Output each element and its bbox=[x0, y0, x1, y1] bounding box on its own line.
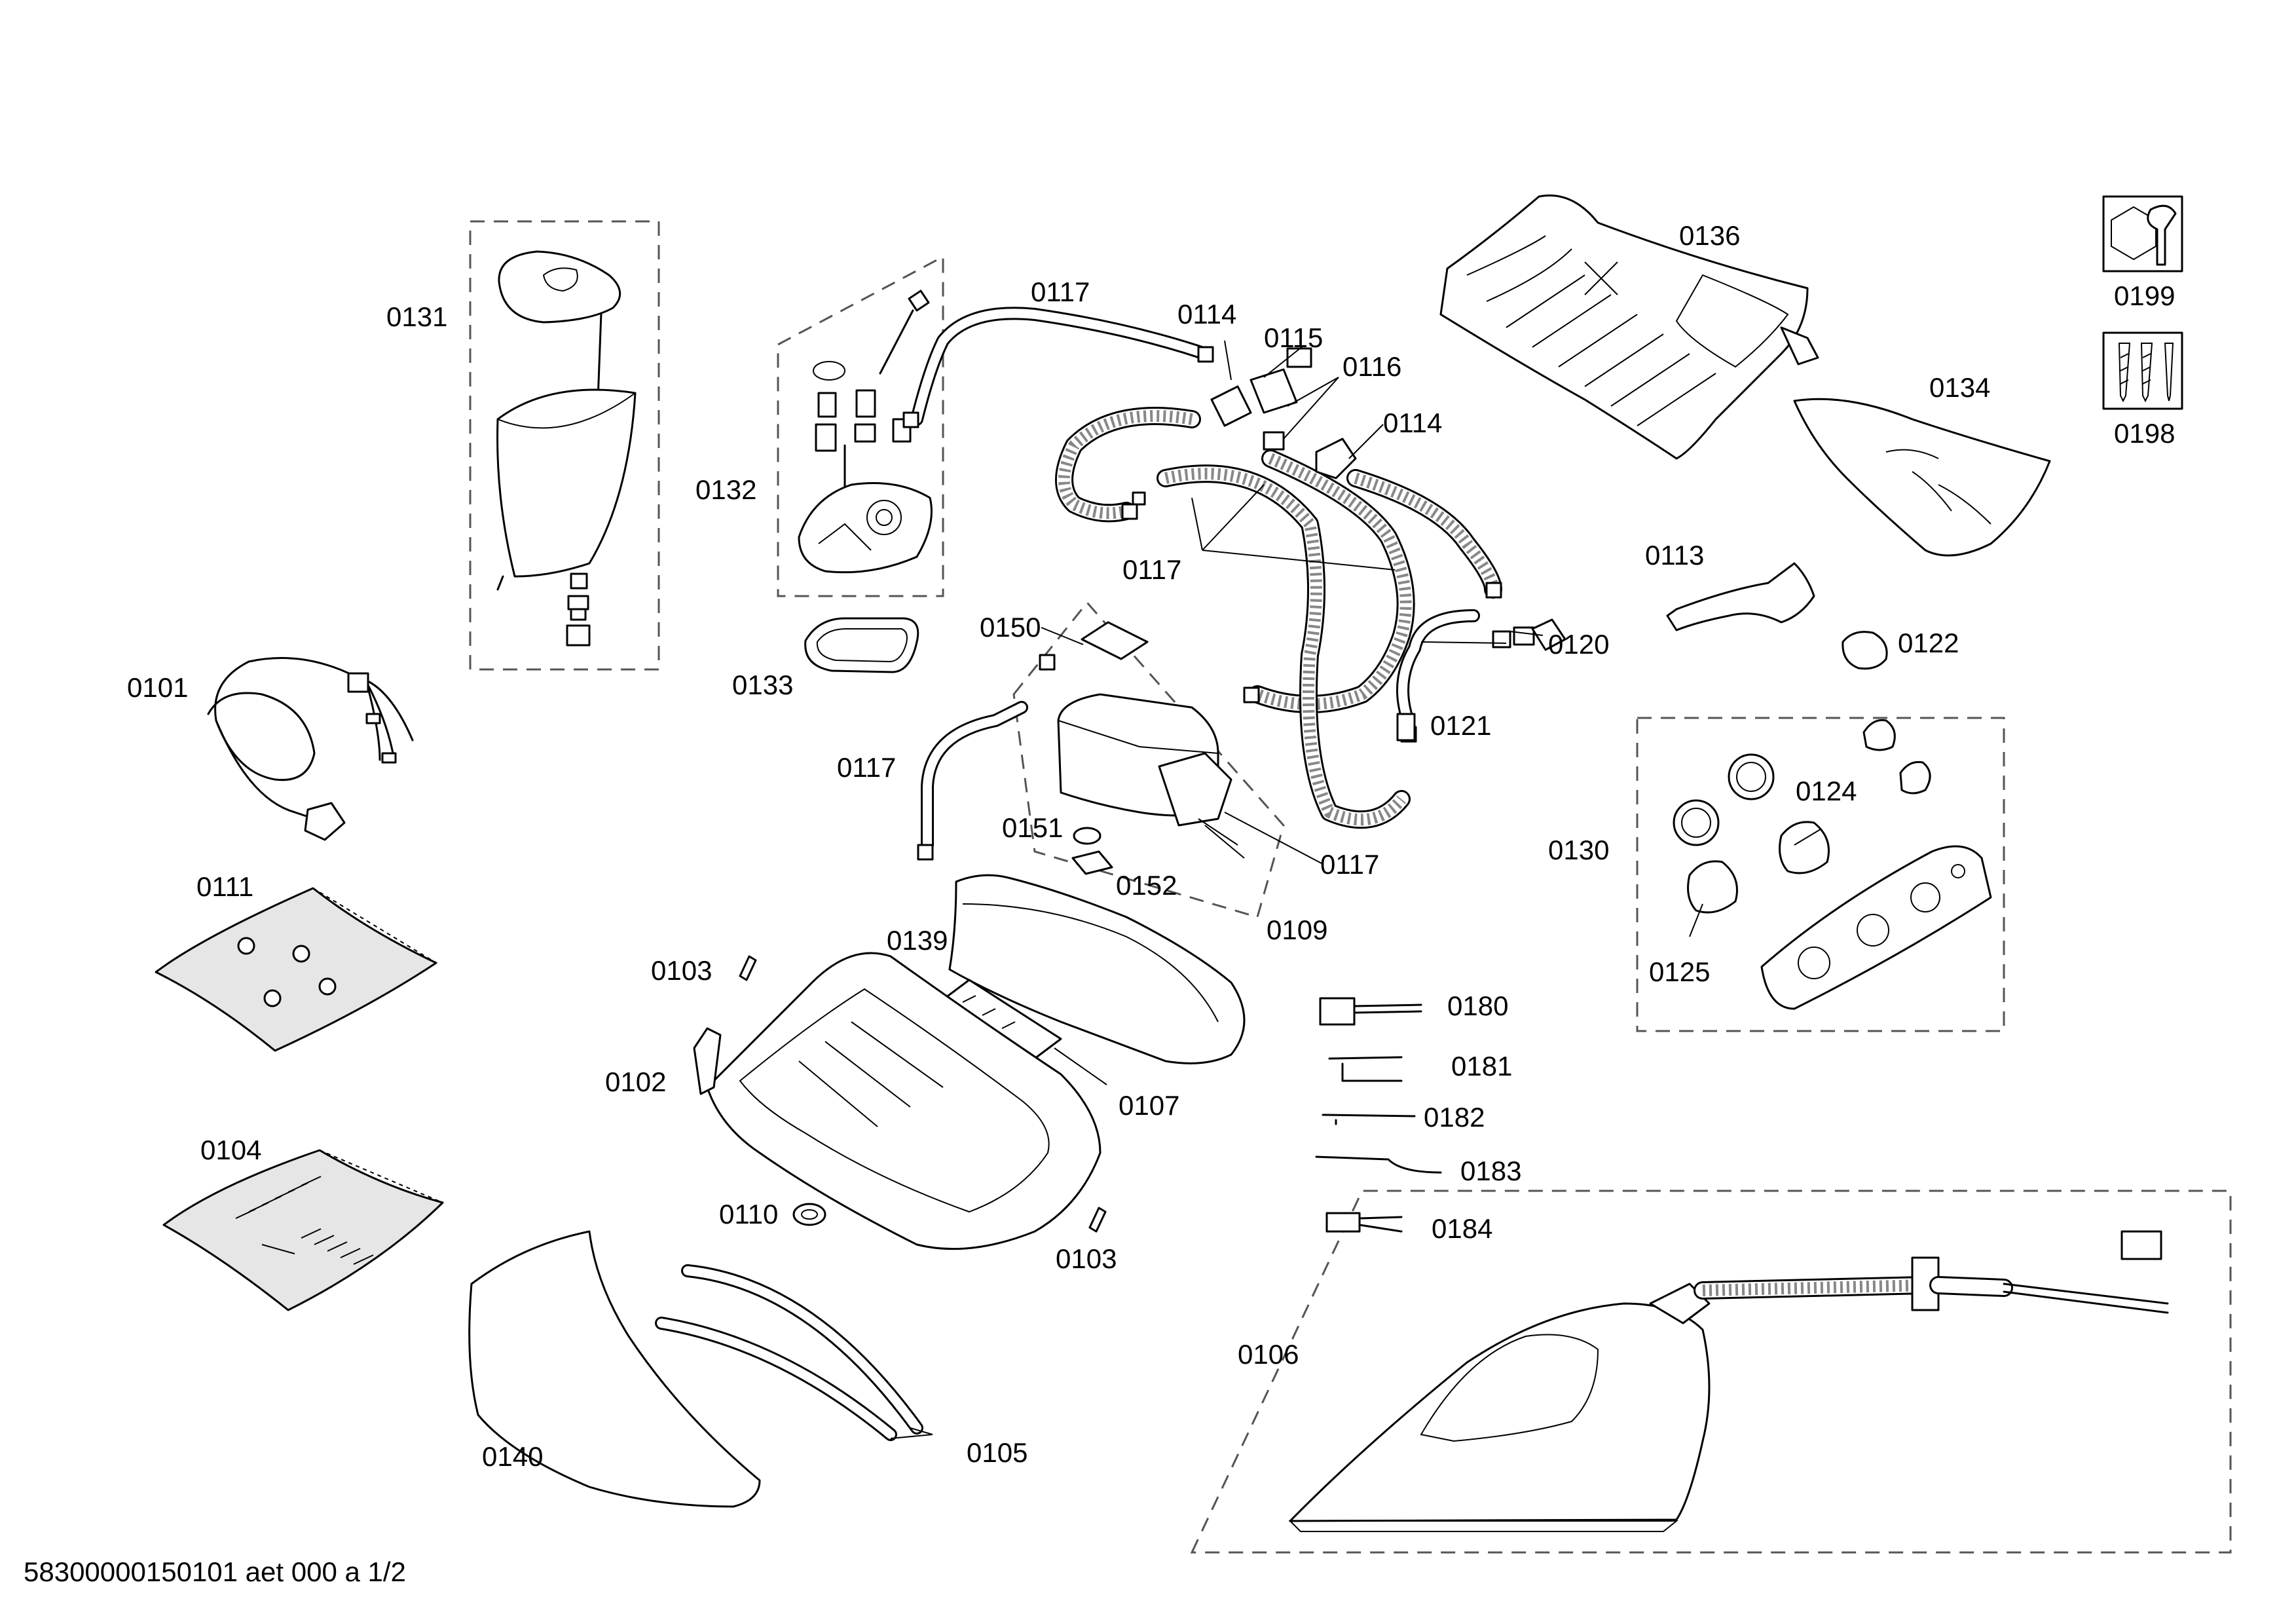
label-0124: 0124 bbox=[1796, 776, 1857, 806]
wiring-harness-group bbox=[1315, 997, 1442, 1233]
label-0199: 0199 bbox=[2114, 280, 2175, 311]
label-0182: 0182 bbox=[1424, 1102, 1485, 1133]
diagram-reference-footer: 58300000150101 aet 000 a 1/2 bbox=[24, 1556, 406, 1587]
grommet-part bbox=[792, 1203, 826, 1226]
top-cover-detail bbox=[962, 903, 1219, 1023]
label-0117-left: 0117 bbox=[837, 752, 896, 783]
label-0113: 0113 bbox=[1645, 540, 1704, 571]
label-0117-top: 0117 bbox=[1031, 276, 1090, 307]
label-0198: 0198 bbox=[2114, 418, 2175, 449]
gasket-0133 bbox=[804, 617, 919, 673]
label-0117-boiler: 0117 bbox=[1320, 849, 1379, 880]
label-0140: 0140 bbox=[482, 1441, 543, 1472]
label-0116: 0116 bbox=[1342, 351, 1401, 382]
label-0139: 0139 bbox=[887, 925, 948, 956]
knob-part bbox=[1842, 631, 1888, 670]
side-panel-part bbox=[468, 1230, 761, 1508]
label-0121: 0121 bbox=[1430, 710, 1491, 741]
label-0120: 0120 bbox=[1548, 629, 1609, 660]
group-box-0131 bbox=[469, 220, 660, 671]
seal-strip-b bbox=[655, 1317, 897, 1441]
label-0136: 0136 bbox=[1679, 220, 1740, 251]
spanner-nut-icon bbox=[2102, 195, 2183, 272]
grommet-inner bbox=[801, 1209, 818, 1220]
label-0125: 0125 bbox=[1649, 956, 1710, 987]
screws-icon bbox=[2102, 331, 2183, 410]
circuit-board-detail bbox=[962, 995, 1016, 1029]
rear-cover-part bbox=[1793, 398, 2051, 557]
label-0132: 0132 bbox=[695, 474, 756, 505]
label-0101: 0101 bbox=[127, 672, 188, 703]
pin-0103-lower bbox=[1088, 1207, 1107, 1233]
label-0180: 0180 bbox=[1447, 990, 1508, 1021]
label-0111: 0111 bbox=[196, 871, 253, 902]
boiler-assembly-part bbox=[1039, 621, 1245, 875]
label-0107: 0107 bbox=[1119, 1090, 1179, 1121]
group-box-0130 bbox=[1636, 717, 2005, 1032]
iron-body-part bbox=[1288, 1230, 2169, 1532]
label-0122: 0122 bbox=[1898, 628, 1959, 658]
clip-bag-part bbox=[155, 887, 437, 1052]
label-0110: 0110 bbox=[719, 1199, 778, 1229]
label-0184: 0184 bbox=[1432, 1213, 1492, 1244]
label-0115: 0115 bbox=[1264, 322, 1323, 353]
group-box-0132 bbox=[777, 255, 944, 597]
label-0106: 0106 bbox=[1238, 1339, 1299, 1370]
label-0102: 0102 bbox=[605, 1066, 666, 1097]
label-0130: 0130 bbox=[1548, 835, 1609, 865]
control-panel-group bbox=[1673, 719, 1992, 1010]
screw-bag-part bbox=[162, 1149, 444, 1311]
label-0152: 0152 bbox=[1116, 870, 1177, 901]
group-box-0106 bbox=[1190, 1190, 2232, 1554]
lever-part bbox=[1666, 562, 1815, 631]
label-0103-upper: 0103 bbox=[651, 955, 712, 986]
seal-strip-a bbox=[681, 1264, 923, 1435]
label-0114-right: 0114 bbox=[1383, 407, 1442, 438]
label-0109: 0109 bbox=[1267, 914, 1327, 945]
rear-cover-detail bbox=[1885, 449, 1991, 525]
label-0104: 0104 bbox=[200, 1135, 261, 1165]
top-cover-part bbox=[948, 874, 1246, 1064]
label-0183: 0183 bbox=[1460, 1155, 1521, 1186]
label-0114-left: 0114 bbox=[1177, 299, 1236, 329]
label-0181: 0181 bbox=[1451, 1051, 1512, 1081]
leader-lines bbox=[890, 340, 1821, 1439]
label-0134: 0134 bbox=[1929, 372, 1990, 403]
gasket-0133-inner bbox=[816, 628, 908, 663]
handle-frame-part bbox=[1439, 194, 1819, 460]
pin-0103-upper bbox=[739, 955, 757, 981]
steam-valve-part bbox=[1210, 347, 1357, 479]
label-0105: 0105 bbox=[967, 1437, 1028, 1468]
label-0150: 0150 bbox=[980, 612, 1041, 643]
hose-network-0117 bbox=[902, 307, 1502, 861]
label-0117-middle: 0117 bbox=[1122, 554, 1181, 585]
pump-assembly-part bbox=[798, 290, 933, 574]
part-labels: 0101 0102 0103 0103 0104 0105 0106 0107 … bbox=[127, 220, 2175, 1472]
housing-part bbox=[693, 952, 1102, 1250]
label-0133: 0133 bbox=[732, 669, 793, 700]
valve-fittings-part bbox=[1396, 618, 1566, 741]
water-tank-part bbox=[496, 250, 637, 647]
mains-cable-part bbox=[207, 656, 414, 841]
label-0151: 0151 bbox=[1002, 812, 1063, 843]
label-0131: 0131 bbox=[386, 301, 447, 332]
label-0103-lower: 0103 bbox=[1056, 1243, 1117, 1274]
group-box-0109 bbox=[1012, 601, 1285, 918]
